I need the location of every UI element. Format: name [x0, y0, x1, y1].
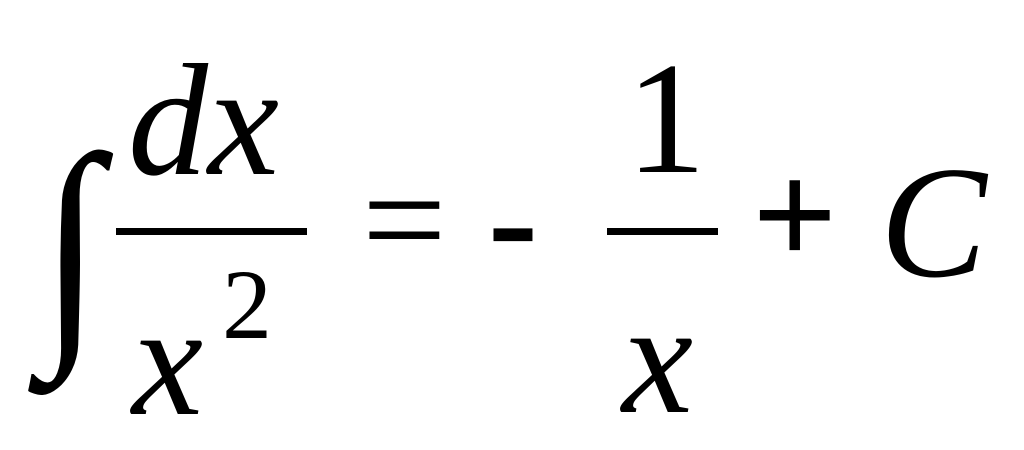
left-fraction-denominator-exponent: 2 [222, 249, 272, 360]
left-fraction-numerator: dx [128, 31, 280, 209]
right-fraction-denominator: x [622, 269, 694, 447]
left-fraction-denominator-base: x [132, 271, 204, 449]
left-fraction-bar [116, 228, 307, 235]
equals-sign: = [362, 137, 447, 303]
integration-constant: C [880, 133, 987, 311]
integral-sign: ∫ [40, 106, 102, 383]
right-fraction-numerator: 1 [626, 29, 706, 207]
minus-sign: - [488, 137, 538, 303]
right-fraction-bar [607, 228, 718, 235]
plus-sign: + [752, 132, 838, 298]
